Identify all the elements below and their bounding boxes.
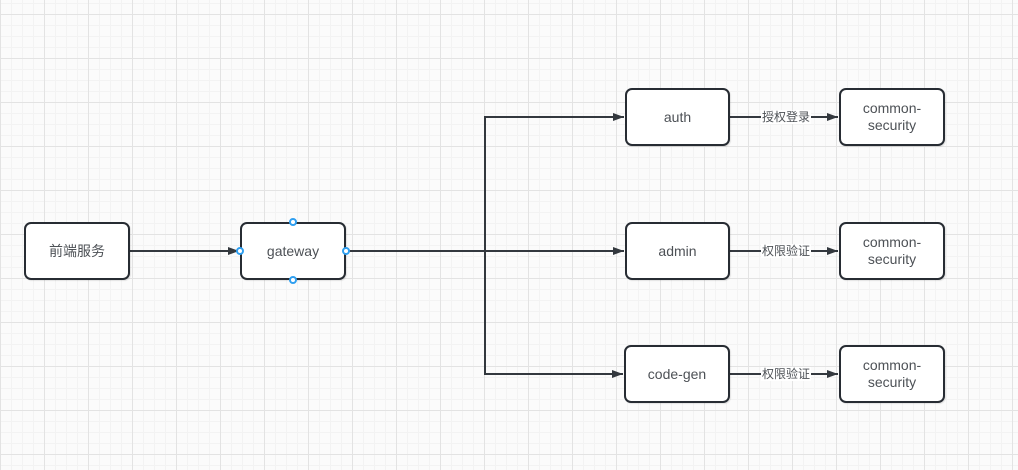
connection-handle-gateway-top[interactable] [289,218,297,226]
edge-connector-gateway-to-code-gen[interactable] [346,250,623,378]
edge-label-auth-to-common-security-1[interactable]: 授权登录 [760,110,812,124]
node-label-gateway: gateway [266,242,320,259]
node-common-security-1[interactable]: common-security [839,88,945,146]
edge-label-admin-to-common-security-2[interactable]: 权限验证 [760,244,812,258]
edge-connector-gateway-to-auth[interactable] [346,113,624,252]
node-common-security-3[interactable]: common-security [839,345,945,403]
node-frontend[interactable]: 前端服务 [24,222,130,280]
node-auth[interactable]: auth [625,88,730,146]
connection-handle-gateway-right[interactable] [342,247,350,255]
node-label-code-gen: code-gen [647,365,707,382]
node-label-common-security-3: common-security [862,357,922,390]
connection-handle-gateway-bottom[interactable] [289,276,297,284]
edge-label-code-gen-to-common-security-3[interactable]: 权限验证 [760,367,812,381]
node-label-admin: admin [658,242,697,259]
node-label-auth: auth [663,108,692,125]
connection-handle-gateway-left[interactable] [236,247,244,255]
node-label-common-security-2: common-security [862,234,922,267]
node-code-gen[interactable]: code-gen [624,345,730,403]
node-label-common-security-1: common-security [862,100,922,133]
node-gateway[interactable]: gateway [240,222,346,280]
node-common-security-2[interactable]: common-security [839,222,945,280]
node-admin[interactable]: admin [625,222,730,280]
node-label-frontend: 前端服务 [49,242,105,259]
